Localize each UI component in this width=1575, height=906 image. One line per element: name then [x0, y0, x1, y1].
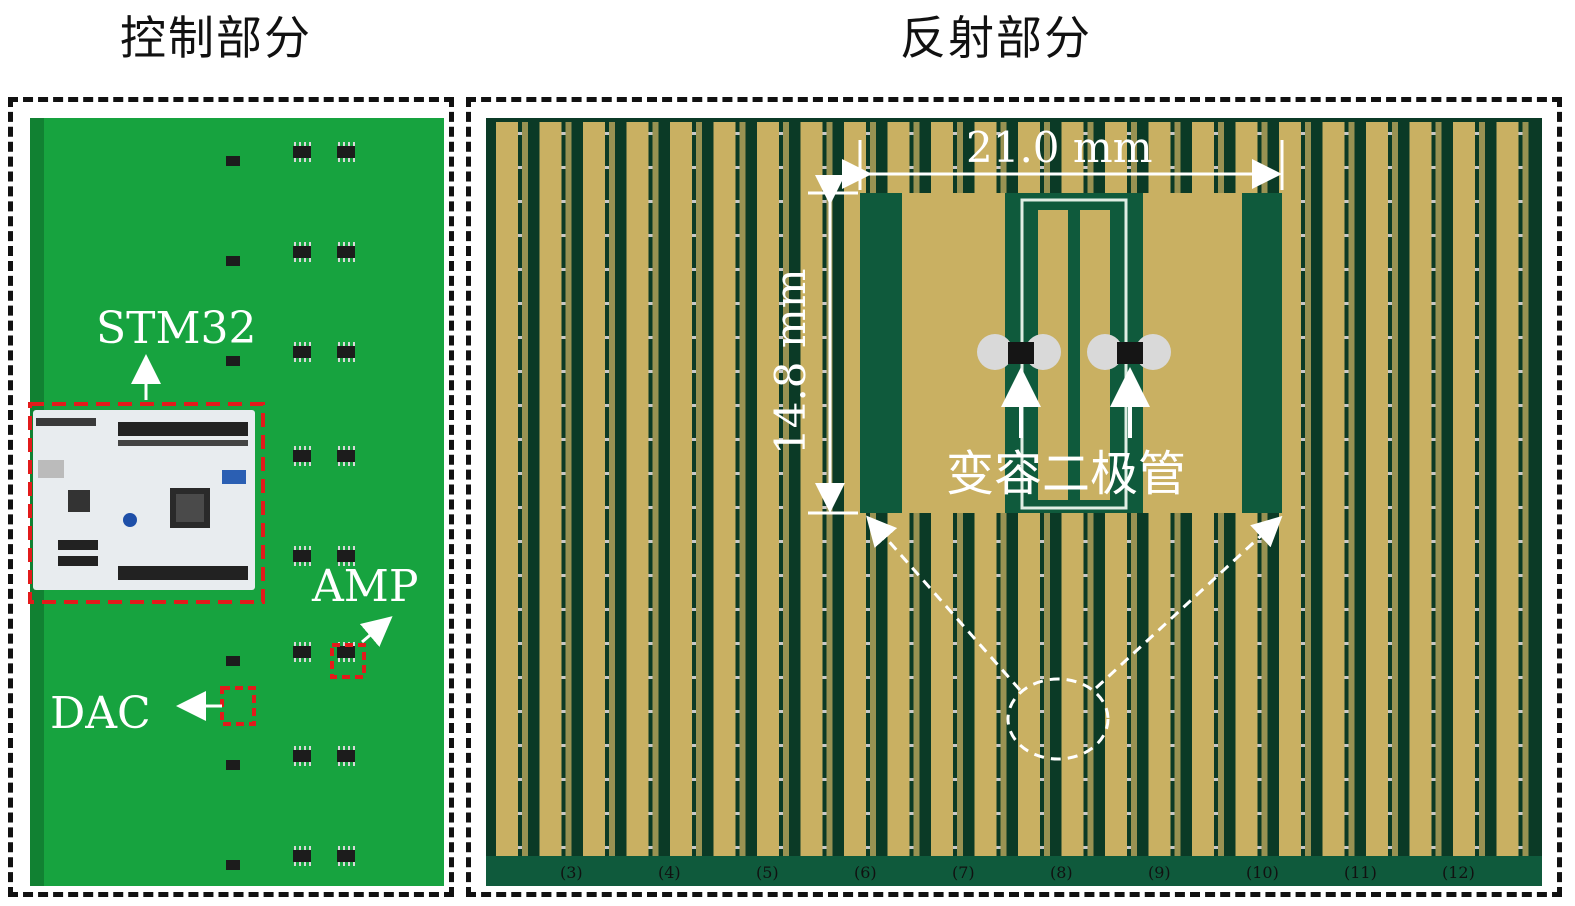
- dac-chip: [226, 860, 240, 870]
- amp-chip: [293, 646, 311, 658]
- footer-mark: (11): [1344, 863, 1377, 882]
- gold-strip: [539, 122, 562, 856]
- amp-chip: [293, 146, 311, 158]
- dac-label: DAC: [50, 688, 151, 739]
- gold-strip: [1322, 122, 1345, 856]
- zoom-circle: [1006, 677, 1110, 761]
- dac-chip: [226, 760, 240, 770]
- board-footer-marks: (3) (4) (5) (6) (7) (8) (9) (10) (11) (12): [560, 863, 1475, 882]
- varactor-diode-2: [1117, 342, 1143, 364]
- amp-chip: [337, 346, 355, 358]
- amp-chip: [293, 750, 311, 762]
- amp-chip: [337, 850, 355, 862]
- zoom-line-left: [866, 515, 1022, 691]
- gold-strip: [800, 122, 823, 856]
- height-dimension: 14.8 mm: [766, 175, 858, 515]
- footer-mark: (7): [952, 863, 975, 882]
- amp-highlight-box: [330, 643, 366, 679]
- unit-cell-inset: [860, 193, 1282, 513]
- amp-chip-array: [226, 142, 355, 870]
- amp-arrow: [359, 616, 393, 647]
- gold-strip: [626, 122, 649, 856]
- stm32-board: [33, 410, 255, 590]
- amp-chip: [293, 346, 311, 358]
- footer-mark: (6): [854, 863, 877, 882]
- width-label: 21.0 mm: [966, 123, 1153, 172]
- stm32-label: STM32: [96, 303, 257, 354]
- amp-chip: [293, 246, 311, 258]
- varactor-diode-1: [1008, 342, 1034, 364]
- dac-chip: [226, 656, 240, 666]
- gold-strip: [670, 122, 692, 856]
- gold-strip: [1366, 122, 1388, 856]
- gold-strip: [583, 122, 605, 856]
- stm32-highlight-box: [28, 402, 265, 604]
- control-pcb-photo: [30, 118, 444, 886]
- footer-mark: (5): [756, 863, 779, 882]
- control-panel-frame: [8, 97, 454, 897]
- title-control-part: 控制部分: [120, 11, 312, 65]
- footer-mark: (9): [1148, 863, 1171, 882]
- gold-strip: [757, 122, 779, 856]
- width-dimension: 21.0 mm: [842, 123, 1284, 190]
- amp-chip: [337, 646, 355, 658]
- gold-strip: [713, 122, 736, 856]
- amp-chip: [337, 750, 355, 762]
- dac-chip: [226, 356, 240, 366]
- footer-mark: (10): [1246, 863, 1279, 882]
- gold-strip: [496, 122, 518, 856]
- title-reflection-part: 反射部分: [900, 11, 1092, 65]
- height-label: 14.8 mm: [766, 268, 815, 455]
- gold-strip: [1496, 122, 1519, 856]
- gold-strip: [1279, 122, 1301, 856]
- dac-chip: [226, 156, 240, 166]
- amp-chip: [293, 850, 311, 862]
- amp-chip: [337, 246, 355, 258]
- amp-chip: [293, 450, 311, 462]
- gold-strip: [1453, 122, 1475, 856]
- reflection-panel-frame: [466, 97, 1562, 897]
- footer-mark: (8): [1050, 863, 1073, 882]
- amp-label: AMP: [311, 561, 418, 612]
- amp-chip: [293, 550, 311, 562]
- footer-mark: (3): [560, 863, 583, 882]
- varactor-diode-label: 变容二极管: [946, 446, 1186, 502]
- amp-chip: [337, 450, 355, 462]
- footer-mark: (4): [658, 863, 681, 882]
- amp-chip: [337, 550, 355, 562]
- gold-strip: [1409, 122, 1432, 856]
- dac-chip: [226, 256, 240, 266]
- zoom-line-right: [1094, 515, 1283, 690]
- amp-chip: [337, 146, 355, 158]
- footer-mark: (12): [1442, 863, 1475, 882]
